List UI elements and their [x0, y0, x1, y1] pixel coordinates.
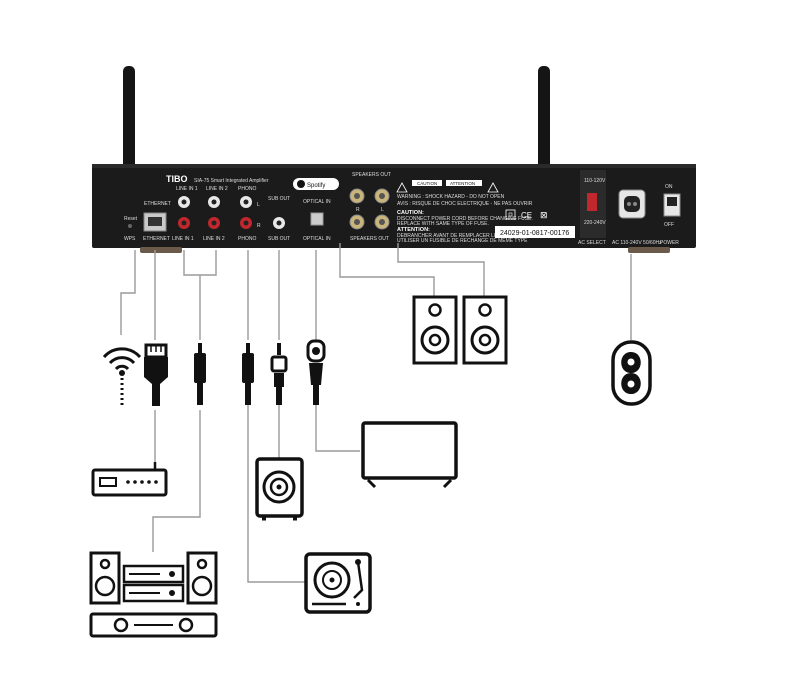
optical-in-port[interactable]	[310, 212, 324, 226]
speaker-r-label: R	[356, 207, 360, 213]
left-antenna	[123, 66, 135, 194]
ethernet-top-label: ETHERNET	[144, 201, 171, 207]
spotify-label: Spotify	[307, 183, 325, 189]
wps-label: WPS	[124, 236, 136, 242]
attention-title: ATTENTION:	[397, 227, 430, 233]
attention-text-2: UTILISER UN FUSIBLE DE RECHANGE DE MEME …	[397, 238, 528, 244]
voltage-115-label: 110-120V	[584, 178, 606, 184]
line-in-to-stereo-wire	[152, 410, 201, 552]
phono-to-turntable-wire	[247, 405, 305, 583]
warning-triangle-icon	[487, 182, 499, 193]
speaker-right-wire	[339, 243, 435, 296]
caution-text-2: REPLACE WITH SAME TYPE OF FUSE.	[397, 221, 489, 227]
ethernet-plug-icon	[144, 343, 168, 406]
speaker-left-wire	[397, 243, 485, 296]
rca-plug-phono-icon	[242, 343, 254, 405]
rca-plug-sub-icon	[270, 343, 288, 405]
speaker-l-label: L	[381, 207, 384, 213]
tv-icon	[361, 421, 458, 489]
right-antenna	[538, 66, 550, 194]
rca-plug-line-icon	[194, 343, 206, 405]
spotify-icon	[297, 180, 305, 188]
optical-in-top-label: OPTICAL IN	[303, 199, 331, 205]
attention-badge-text: ATTENTION	[450, 181, 475, 186]
stereo-system-icon	[89, 551, 218, 638]
power-on-label: ON	[665, 184, 673, 190]
double-insulation-icon	[505, 209, 516, 220]
phono-l-label: L	[257, 202, 260, 208]
caution-badge-text: CAUTION	[417, 181, 437, 186]
line-in-1-top-label: LINE IN 1	[176, 186, 198, 192]
ethernet-label: ETHERNET	[143, 236, 170, 242]
ce-mark-icon: CE	[521, 211, 532, 220]
phono-r-label: R	[257, 223, 261, 229]
warning-triangle-icon	[396, 182, 408, 193]
line-in-2-label: LINE IN 2	[203, 236, 225, 242]
subwoofer-icon	[255, 457, 304, 521]
right-foot	[628, 247, 670, 253]
left-foot	[140, 247, 182, 253]
amplifier-back-panel: TIBO SIA-75 Smart Integrated Amplifier R…	[92, 164, 696, 253]
wifi-wire	[120, 250, 136, 335]
sub-out-label: SUB OUT	[268, 236, 290, 242]
phono-top-label: PHONO	[238, 186, 256, 192]
weee-bin-icon: ⊠	[540, 211, 548, 221]
brand-logo: TIBO	[166, 174, 188, 184]
model-label: SIA-75 Smart Integrated Amplifier	[194, 178, 269, 184]
caution-title: CAUTION:	[397, 210, 424, 216]
power-off-label: OFF	[664, 222, 674, 228]
router-icon	[91, 462, 168, 497]
optical-plug-icon	[306, 339, 326, 405]
ac-select-label: AC SELECT	[578, 240, 606, 246]
wifi-icon	[102, 347, 142, 408]
connection-wires	[120, 243, 632, 583]
line-in-1-label: LINE IN 1	[172, 236, 194, 242]
caution-badge	[412, 180, 442, 186]
reset-button[interactable]	[128, 224, 132, 228]
sub-out-top-label: SUB OUT	[268, 196, 290, 202]
attention-badge	[446, 180, 482, 186]
serial-number: 24029-01-0817-00176	[500, 230, 569, 237]
line-in-bridge-wire	[183, 250, 217, 276]
warning-line-1: WARNING : SHOCK HAZARD - DO NOT OPEN	[397, 194, 505, 200]
serial-sticker	[495, 226, 575, 238]
voltage-230-label: 220-240V	[584, 220, 606, 226]
optical-in-label: OPTICAL IN	[303, 236, 331, 242]
speakers-out-top-label: SPEAKERS OUT	[352, 172, 391, 178]
caution-text-1: DISCONNECT POWER CORD BEFORE CHANGING FU…	[397, 216, 533, 222]
reset-label: Reset	[124, 216, 138, 222]
speaker-left-icon	[462, 295, 508, 365]
phono-label: PHONO	[238, 236, 256, 242]
power-label: POWER	[660, 240, 679, 246]
warning-line-2: AVIS : RISQUE DE CHOC ELECTRIQUE - NE PA…	[397, 201, 533, 207]
speakers-out-label: SPEAKERS OUT	[350, 236, 389, 242]
line-in-2-top-label: LINE IN 2	[206, 186, 228, 192]
ac-rating-label: AC 110-240V 50/60Hz	[612, 240, 662, 246]
speaker-right-icon	[412, 295, 458, 365]
optical-to-tv-wire	[315, 405, 360, 452]
power-plug-icon	[611, 340, 652, 406]
turntable-icon	[304, 552, 372, 614]
ac-select-switch[interactable]	[587, 193, 597, 211]
attention-text-1: DEBRANCHER AVANT DE REMPLACER LE FUSIBLE	[397, 233, 520, 239]
spotify-badge	[293, 178, 339, 190]
